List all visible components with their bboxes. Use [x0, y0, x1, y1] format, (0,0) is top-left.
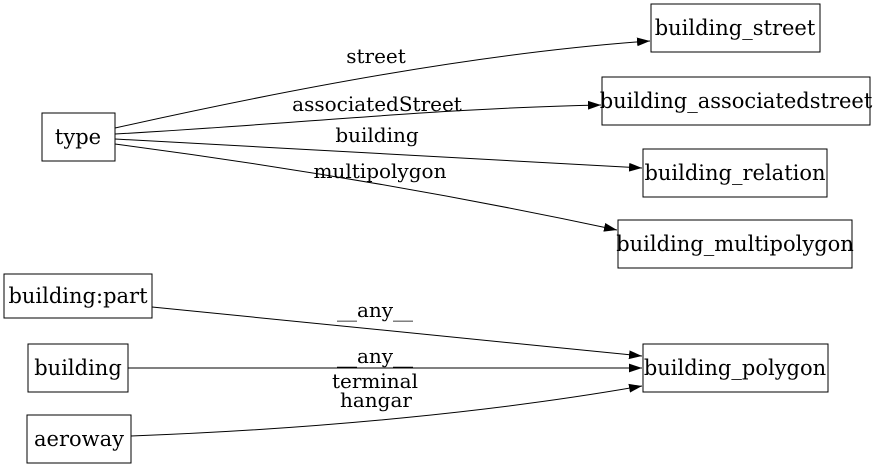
node-type-label: type: [55, 125, 101, 149]
node-building-associatedstreet-label: building_associatedstreet: [600, 89, 873, 113]
edge-line: [114, 143, 618, 232]
node-building-part-label: building:part: [8, 284, 148, 308]
edge-type-building_associatedstreet: associatedStreet: [114, 92, 602, 135]
node-building-relation-label: building_relation: [644, 161, 825, 185]
edge-line: [114, 37, 651, 129]
edge-label-multipolygon: multipolygon: [314, 159, 447, 183]
node-building-relation-box: [642, 148, 828, 198]
edge-line: [114, 100, 602, 135]
edge-label-street: street: [346, 44, 406, 68]
edge-label-terminal: terminal: [332, 369, 418, 393]
node-aeroway-label: aeroway: [34, 427, 124, 451]
edge-building-building_polygon: __any__: [128, 344, 642, 373]
node-building-box: [27, 343, 129, 393]
node-aeroway-box: [26, 414, 132, 464]
edge-line: [114, 138, 643, 172]
node-building-street-label: building_street: [655, 16, 816, 40]
edge-label-any-2: __any__: [337, 344, 413, 368]
edge-aeroway-building_polygon: terminal hangar: [130, 369, 643, 437]
node-building-associatedstreet: building_associatedstreet: [600, 76, 873, 126]
edge-line: [151, 306, 643, 360]
edge-type-building_relation: building: [114, 123, 643, 172]
node-building-multipolygon-label: building_multipolygon: [616, 232, 854, 256]
edge-label-building: building: [335, 123, 419, 147]
node-type-box: [41, 112, 116, 162]
node-aeroway: aeroway: [26, 414, 132, 464]
node-building-multipolygon-box: [617, 219, 853, 269]
node-building-street-box: [650, 3, 821, 53]
edge-label-associatedstreet: associatedStreet: [292, 92, 462, 116]
edge-type-building_street: street: [114, 37, 651, 129]
edge-buildingpart-building_polygon: __any__: [151, 298, 643, 360]
edge-line: [130, 383, 643, 437]
node-building-label: building: [34, 356, 122, 380]
node-building-multipolygon: building_multipolygon: [616, 219, 854, 269]
node-building-part-box: [3, 273, 153, 319]
node-building-relation: building_relation: [642, 148, 828, 198]
node-building-part: building:part: [3, 273, 153, 319]
node-building-street: building_street: [650, 3, 821, 53]
edge-label-hangar: hangar: [340, 388, 412, 412]
node-building-associatedstreet-box: [601, 76, 871, 126]
node-building-polygon-box: [642, 343, 829, 393]
edge-label-any-1: __any__: [337, 298, 413, 322]
edge-type-building_multipolygon: multipolygon: [114, 143, 618, 232]
node-building-polygon-label: building_polygon: [644, 356, 826, 380]
node-type: type: [41, 112, 116, 162]
node-building-polygon: building_polygon: [642, 343, 829, 393]
node-building: building: [27, 343, 129, 393]
